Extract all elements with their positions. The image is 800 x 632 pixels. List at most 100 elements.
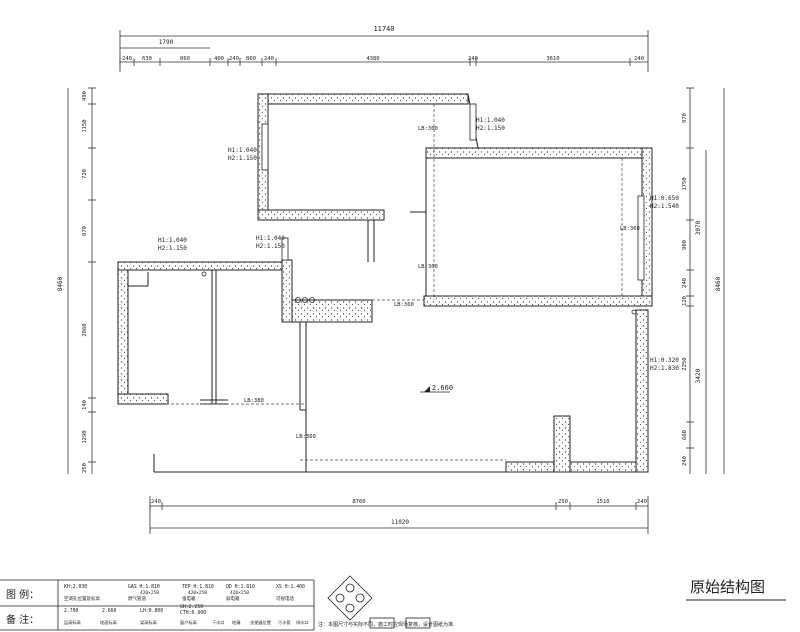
legend-row2-item: 2.700 (64, 608, 79, 614)
legend-size: 420×250 (140, 590, 159, 596)
legend-code: XS H:1.400 (276, 584, 305, 590)
legend-desc: 强电箱 (182, 595, 196, 602)
floor-level-marker: 2.660 (420, 384, 453, 393)
dim-left-value: 250 (82, 463, 88, 473)
note-rect (369, 617, 431, 629)
height-annotations: H1:1.040 H2:1.150 H1:1.040 H2:1.150 H1:1… (158, 117, 679, 372)
legend-row2-desc: 排水口 (296, 619, 309, 626)
legend-desc: 弱电箱 (226, 595, 240, 602)
legend-desc: 空调孔位置及标高 (64, 595, 100, 602)
dim-top-value: 240 (634, 56, 644, 62)
dim-left-value: 140 (82, 400, 88, 410)
dim-right-group-1: 3070 (695, 220, 702, 235)
h-right-lower-1: H1:0.320 (650, 357, 679, 364)
beam-lines (166, 104, 623, 461)
legend-row2-item: 2.660 (102, 608, 117, 614)
dim-right-value: 2250 (682, 357, 688, 370)
beam-labels: LB:300 LB:300 LB:360 LB:360 LB:380 LB:36… (244, 126, 640, 440)
dim-top-row: 240 630 860 400 240 860 240 4380 240 3610 240 (119, 56, 644, 66)
dim-right-value: 120 (682, 296, 688, 306)
h-mid-left-1: H1:1.040 (256, 235, 285, 242)
windows (261, 103, 645, 281)
dim-bottom-value: 240 (151, 499, 161, 505)
h-mid-left-2: H2:1.150 (256, 243, 285, 250)
dim-bottom-value: 1510 (596, 499, 609, 505)
legend-desc: 可视电话 (276, 595, 294, 602)
legend-row2-desc: 坐便器位置 (250, 619, 271, 626)
dim-right-value: 900 (682, 240, 688, 250)
dim-top-value: 630 (142, 56, 152, 62)
dim-left-value: 490 (82, 91, 88, 101)
dim-left-value: 2860 (82, 323, 88, 336)
lb-label-2: LB:300 (418, 264, 438, 270)
legend-label: 图 例： (6, 588, 39, 601)
dim-top-value: 860 (246, 56, 256, 62)
dim-bottom-value: 8760 (352, 499, 365, 505)
dim-top-value: 3610 (546, 56, 559, 62)
lb-label-5: LB:380 (244, 398, 264, 404)
dim-right-total: 8460 (715, 276, 722, 291)
dim-bottom-value: 250 (558, 499, 568, 505)
right-dimensions (689, 88, 725, 474)
legend-row2-desc: 窗户标高 (180, 619, 197, 626)
legend-row2-desc: 下水口 (212, 619, 225, 626)
notes-label: 备 注： (6, 613, 39, 626)
legend-code: TEP H:1.810 (182, 584, 214, 590)
h-top-right-1: H1:1.040 (476, 117, 505, 124)
legend-row2-desc: 层高标高 (64, 619, 81, 626)
h-top-right-2: H2:1.150 (476, 125, 505, 132)
dim-top-value: 400 (214, 56, 224, 62)
dim-left-total: 8460 (57, 276, 64, 291)
h-right-room-1: H1:0.650 (650, 195, 679, 202)
bottom-dimensions (149, 496, 649, 534)
legend-row2-item: CTH:0.900 (180, 610, 206, 616)
legend-code: GAS H:1.810 (128, 584, 160, 590)
legend-row2-desc: 污水管 (278, 619, 291, 626)
lb-label-3: LB:360 (620, 226, 640, 232)
dim-right-value: 660 (682, 430, 688, 440)
dim-left-value: 1290 (82, 430, 88, 443)
dim-top-total: 11740 (373, 25, 394, 33)
dim-bottom-total: 11020 (391, 519, 409, 526)
dim-right-value: 240 (682, 456, 688, 466)
legend-row2-item: GH:2.250 (180, 604, 203, 610)
dim-right-col: 970 1750 900 240 120 2250 660 240 (682, 87, 694, 466)
walls (117, 93, 653, 473)
legend-row2-desc: 地漏 (232, 619, 240, 626)
dim-left-value: 720 (82, 169, 88, 179)
note-text: 注：本图尺寸与实际不同，施工时应现场复核，设计图纸为准. (318, 621, 455, 628)
dim-right-group-2: 3420 (695, 368, 702, 383)
dim-top-value: 240 (264, 56, 274, 62)
dim-right-value: 970 (682, 113, 688, 123)
dim-top-value: 4380 (366, 56, 379, 62)
lb-label-6: LB:360 (296, 434, 316, 440)
lb-label-1: LB:300 (418, 126, 438, 132)
structure-lines (128, 93, 506, 473)
legend-row2-item: LH:0.800 (140, 608, 163, 614)
legend-box (0, 579, 315, 631)
dim-right-value: 240 (682, 278, 688, 288)
legend-row2-desc: 梁高标高 (140, 619, 157, 626)
h-left-room-1: H1:1.040 (158, 237, 187, 244)
h-top-room-1: H1:1.040 (228, 147, 257, 154)
h-left-room-2: H2:1.150 (158, 245, 187, 252)
legend-size: 420×250 (188, 590, 207, 596)
h-right-room-2: H2:1.540 (650, 203, 679, 210)
dim-top-value: 240 (229, 56, 239, 62)
legend-code: QD H:1.810 (226, 584, 255, 590)
dim-right-value: 1750 (682, 177, 688, 190)
dim-top-value: 240 (468, 56, 478, 62)
dim-top-value: 860 (180, 56, 190, 62)
legend-row2-desc: 地面标高 (100, 619, 117, 626)
top-dimensions (119, 30, 649, 72)
dim-top-value: 240 (122, 56, 132, 62)
legend-code: KH:2.030 (64, 584, 87, 590)
fixtures (201, 271, 637, 315)
h-right-lower-2: H2:1.830 (650, 365, 679, 372)
dim-left-value: 1150 (82, 119, 88, 132)
drawing-title: 原始结构图 (690, 578, 765, 596)
